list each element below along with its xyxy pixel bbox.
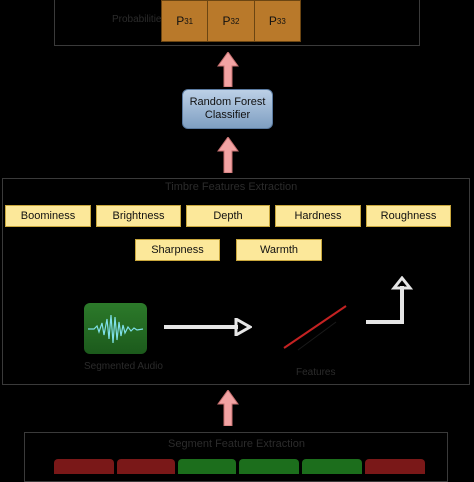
segment-block-red <box>54 459 114 474</box>
segment-block-green <box>178 459 236 474</box>
segment-block-green <box>302 459 362 474</box>
timbre-features-panel <box>2 178 470 385</box>
segment-block-green <box>239 459 299 474</box>
random-forest-classifier: Random Forest Classifier <box>182 89 273 129</box>
segment-block-red <box>117 459 175 474</box>
arrow-up-icon <box>217 137 239 173</box>
classifier-line1: Random Forest <box>189 96 266 108</box>
feature-depth: Depth <box>186 205 270 227</box>
audio-caption: Segmented Audio <box>84 361 163 372</box>
elbow-arrow-icon <box>366 276 414 324</box>
graph-caption: Features <box>296 367 336 378</box>
arrow-right-icon <box>164 318 252 336</box>
segment-panel-title: Segment Feature Extraction <box>168 438 305 450</box>
feature-graph-icon <box>283 305 347 351</box>
output-row-label: Probabilities <box>112 14 167 25</box>
feature-roughness: Roughness <box>366 205 451 227</box>
feature-sharpness: Sharpness <box>135 239 220 261</box>
waveform-shape <box>88 314 144 344</box>
arrow-up-icon <box>217 52 239 87</box>
feature-boominess: Boominess <box>5 205 91 227</box>
segment-block-red <box>365 459 425 474</box>
timbre-panel-title: Timbre Features Extraction <box>165 181 298 193</box>
output-panel <box>54 0 420 46</box>
classifier-line2: Classifier <box>204 109 251 121</box>
feature-hardness: Hardness <box>275 205 361 227</box>
waveform-icon <box>84 303 147 354</box>
feature-warmth: Warmth <box>236 239 322 261</box>
feature-brightness: Brightness <box>96 205 181 227</box>
arrow-up-icon <box>217 390 239 426</box>
